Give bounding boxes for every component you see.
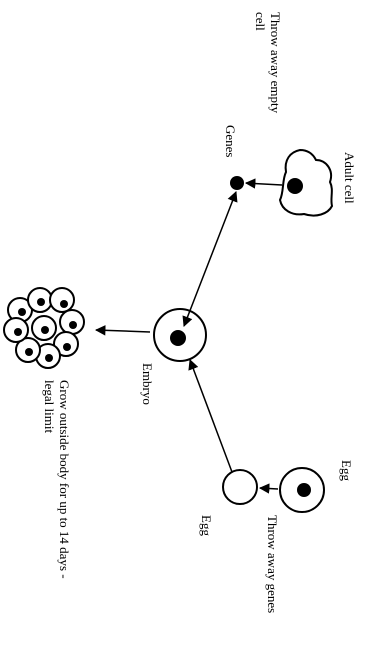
label-throw-away-empty-cell-line2: cell (253, 12, 268, 31)
arrow-adult-to-genes (244, 178, 283, 189)
label-throw-away-genes: Throw away genes (265, 515, 280, 613)
genes-dot (230, 176, 244, 190)
egg-with-nucleus (279, 467, 325, 513)
label-egg-top: Egg (339, 460, 354, 481)
cell-cluster (3, 287, 85, 369)
label-egg-bottom: Egg (199, 515, 214, 536)
label-grow-outside-line2: legal limit (42, 380, 57, 433)
arrow-empty-egg-to-embryo (188, 359, 233, 473)
arrow-egg-to-empty-egg (258, 483, 279, 494)
embryo-nucleus (170, 330, 186, 346)
adult-cell (278, 148, 334, 217)
empty-egg (222, 469, 258, 505)
arrow-embryo-to-cluster (94, 325, 151, 336)
label-genes: Genes (223, 125, 238, 158)
egg-nucleus (297, 483, 311, 497)
embryo-cell (153, 308, 207, 362)
label-embryo: Embryo (140, 363, 155, 405)
label-throw-away-empty-cell-line1: Throw away empty (268, 12, 283, 114)
label-grow-outside-line1: Grow outside body for up to 14 days - (57, 380, 72, 579)
adult-cell-nucleus (287, 178, 303, 194)
arrow-genes-embryo (182, 191, 238, 327)
label-adult-cell: Adult cell (342, 152, 357, 204)
